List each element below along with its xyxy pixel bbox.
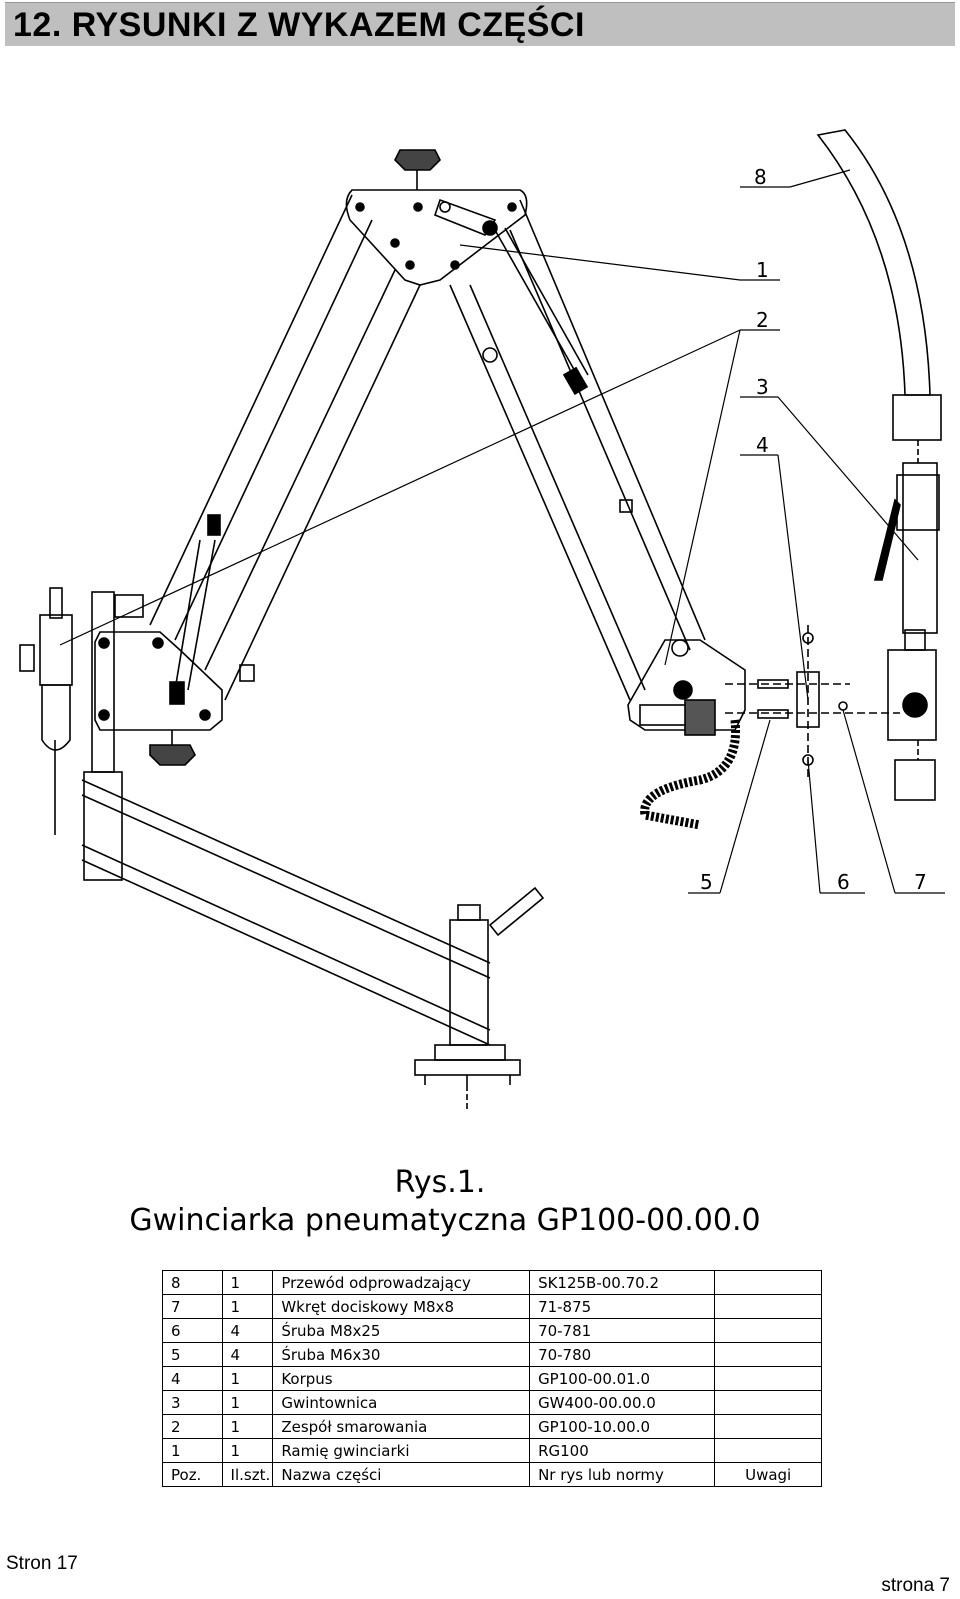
header-qty: Il.szt. [221, 1462, 274, 1487]
callout-3: 3 [756, 375, 769, 399]
cell-pos: 5 [162, 1342, 223, 1367]
section-title: 12. RYSUNKI Z WYKAZEM CZĘŚCI [13, 6, 585, 44]
cell-pos: 3 [162, 1390, 223, 1415]
cell-pos: 2 [162, 1414, 223, 1439]
figure-label: Rys.1. [394, 1165, 486, 1200]
cell-drawing-no: RG100 [529, 1438, 716, 1463]
table-row: 5 4 Śruba M6x30 70-780 [162, 1342, 822, 1367]
cell-name: Śruba M6x30 [272, 1342, 531, 1367]
cell-drawing-no: 70-780 [529, 1342, 716, 1367]
cell-name: Korpus [272, 1366, 531, 1391]
cell-pos: 8 [162, 1270, 223, 1295]
cell-name: Wkręt dociskowy M8x8 [272, 1294, 531, 1319]
cell-name: Gwintownica [272, 1390, 531, 1415]
cell-drawing-no: GP100-10.00.0 [529, 1414, 716, 1439]
cell-pos: 4 [162, 1366, 223, 1391]
cell-name: Śruba M8x25 [272, 1318, 531, 1343]
header-drawing-no: Nr rys lub normy [529, 1462, 716, 1487]
table-row: 7 1 Wkręt dociskowy M8x8 71-875 [162, 1294, 822, 1319]
technical-drawing: 8 1 2 3 4 5 6 7 [19, 129, 945, 1110]
cell-drawing-no: GW400-00.00.0 [529, 1390, 716, 1415]
callout-7: 7 [914, 870, 927, 894]
cell-notes [714, 1366, 822, 1391]
header-pos: Poz. [162, 1462, 223, 1487]
cell-drawing-no: GP100-00.01.0 [529, 1366, 716, 1391]
cell-drawing-no: SK125B-00.70.2 [529, 1270, 716, 1295]
top-knob [394, 149, 441, 171]
page-number: strona 7 [881, 1575, 950, 1596]
header-name: Nazwa części [272, 1462, 531, 1487]
parts-table: 8 1 Przewód odprowadzający SK125B-00.70.… [162, 1270, 822, 1487]
callout-6: 6 [837, 870, 850, 894]
cell-pos: 7 [162, 1294, 223, 1319]
cell-qty: 4 [221, 1342, 274, 1367]
cell-qty: 1 [221, 1366, 274, 1391]
cell-qty: 1 [221, 1294, 274, 1319]
right-pivot-block [627, 639, 746, 731]
callout-5: 5 [700, 870, 713, 894]
cell-notes [714, 1270, 822, 1295]
callout-4: 4 [756, 433, 769, 457]
callout-2: 2 [756, 308, 769, 332]
cell-drawing-no: 71-875 [529, 1294, 716, 1319]
left-pivot-block [94, 631, 223, 731]
cell-pos: 1 [162, 1438, 223, 1463]
cell-name: Przewód odprowadzający [272, 1270, 531, 1295]
cell-pos: 6 [162, 1318, 223, 1343]
cell-qty: 1 [221, 1270, 274, 1295]
cell-notes [714, 1318, 822, 1343]
cell-qty: 4 [221, 1318, 274, 1343]
cell-name: Ramię gwinciarki [272, 1438, 531, 1463]
cell-qty: 1 [221, 1438, 274, 1463]
cell-name: Zespół smarowania [272, 1414, 531, 1439]
table-row: 6 4 Śruba M8x25 70-781 [162, 1318, 822, 1343]
table-row: 1 1 Ramię gwinciarki RG100 [162, 1438, 822, 1463]
top-plate [345, 189, 528, 286]
cell-qty: 1 [221, 1414, 274, 1439]
cell-notes [714, 1438, 822, 1463]
cell-notes [714, 1414, 822, 1439]
table-row: 2 1 Zespół smarowania GP100-10.00.0 [162, 1414, 822, 1439]
callout-8: 8 [754, 165, 767, 189]
figure-title: Gwinciarka pneumatyczna GP100-00.00.0 [129, 1203, 761, 1238]
page-count: Stron 17 [6, 1553, 78, 1574]
cell-notes [714, 1342, 822, 1367]
cell-drawing-no: 70-781 [529, 1318, 716, 1343]
table-row: 4 1 Korpus GP100-00.01.0 [162, 1366, 822, 1391]
section-header-bar: 12. RYSUNKI Z WYKAZEM CZĘŚCI [5, 2, 955, 46]
cell-notes [714, 1390, 822, 1415]
cell-notes [714, 1294, 822, 1319]
header-notes: Uwagi [714, 1462, 822, 1487]
callout-1: 1 [756, 258, 769, 282]
table-row: 3 1 Gwintownica GW400-00.00.0 [162, 1390, 822, 1415]
table-row: 8 1 Przewód odprowadzający SK125B-00.70.… [162, 1270, 822, 1295]
cell-qty: 1 [221, 1390, 274, 1415]
table-header-row: Poz. Il.szt. Nazwa części Nr rys lub nor… [162, 1462, 822, 1487]
